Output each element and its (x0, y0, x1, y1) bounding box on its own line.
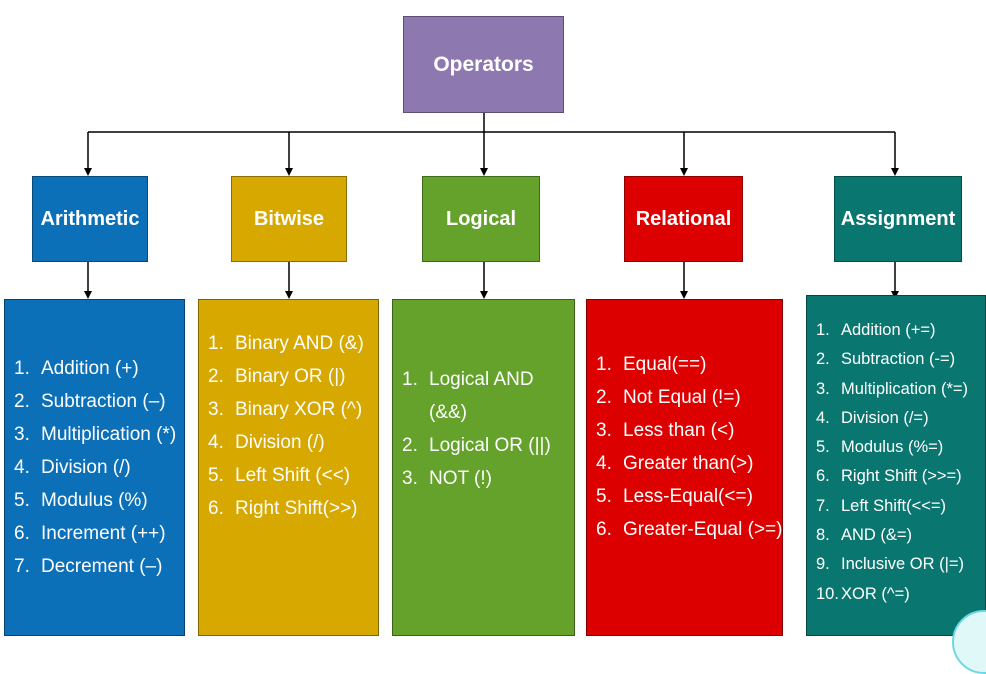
list-item: 1.Binary AND (&) (208, 333, 364, 354)
list-item: 3.Less than (<) (596, 420, 735, 441)
list-item: 4.Division (/=) (816, 408, 929, 427)
list-item: 1.Addition (+) (14, 358, 139, 379)
list-item: 2.Logical OR (||) (402, 435, 551, 456)
connector-lines (84, 113, 899, 299)
list-item: 1.Logical AND (402, 369, 534, 390)
list-item: 3.NOT (!) (402, 468, 492, 489)
list-item: 2.Subtraction (–) (14, 391, 166, 412)
list-item: 4.Division (/) (14, 457, 131, 478)
list-item: 6.Right Shift (>>=) (816, 467, 962, 486)
list-item: 2.Subtraction (-=) (816, 350, 956, 369)
arithmetic-label: Arithmetic (40, 207, 140, 230)
relational-label: Relational (635, 207, 732, 230)
root-label: Operators (433, 52, 534, 76)
logical-list: 1.Logical AND (&&) 2.Logical OR (||) 3.N… (392, 299, 575, 636)
list-item: 4.Greater than(>) (596, 453, 754, 474)
list-item: (&&) (429, 402, 467, 423)
list-item: 6.Right Shift(>>) (208, 498, 358, 519)
list-item: 5.Modulus (%) (14, 490, 148, 511)
list-item: 5.Left Shift (<<) (208, 465, 351, 486)
bitwise-node: Bitwise (231, 176, 347, 262)
list-item: 5.Modulus (%=) (816, 438, 944, 457)
list-item: 3.Binary XOR (^) (208, 399, 363, 420)
list-item: 2.Binary OR (|) (208, 366, 346, 387)
assignment-node: Assignment (834, 176, 962, 262)
list-item: 2.Not Equal (!=) (596, 387, 741, 408)
relational-node: Relational (624, 176, 743, 262)
list-item: 6.Increment (++) (14, 523, 166, 544)
bitwise-label: Bitwise (253, 207, 325, 230)
assignment-label: Assignment (840, 207, 956, 230)
list-item: 10.XOR (^=) (816, 584, 910, 603)
list-item: 7.Left Shift(<<=) (816, 496, 947, 515)
list-item: 3.Multiplication (*=) (816, 379, 969, 398)
logical-label: Logical (445, 207, 516, 230)
bitwise-list: 1.Binary AND (&) 2.Binary OR (|) 3.Binar… (198, 299, 379, 636)
list-item: 6.Greater-Equal (>=) (596, 519, 783, 540)
list-item: 8.AND (&=) (816, 526, 913, 545)
assignment-list: 1.Addition (+=) 2.Subtraction (-=) 3.Mul… (806, 295, 986, 636)
list-item: 3.Multiplication (*) (14, 424, 177, 445)
relational-list: 1.Equal(==) 2.Not Equal (!=) 3.Less than… (586, 299, 783, 636)
list-item: 7.Decrement (–) (14, 556, 163, 577)
logical-node: Logical (422, 176, 540, 262)
list-item: 1.Equal(==) (596, 354, 707, 375)
list-item: 5.Less-Equal(<=) (596, 486, 753, 507)
list-item: 4.Division (/) (208, 432, 325, 453)
list-item: 9.Inclusive OR (|=) (816, 555, 965, 574)
arithmetic-list: 1.Addition (+) 2.Subtraction (–) 3.Multi… (4, 299, 185, 636)
arithmetic-node: Arithmetic (32, 176, 148, 262)
list-item: 1.Addition (+=) (816, 321, 936, 339)
operators-root-node: Operators (403, 16, 564, 113)
